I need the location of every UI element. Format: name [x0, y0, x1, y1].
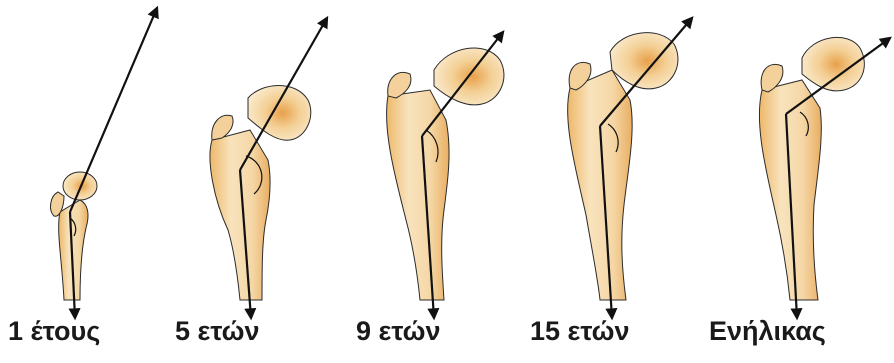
stage-label-9-years: 9 ετών — [356, 318, 440, 345]
femoral-head-2 — [248, 86, 311, 141]
bone-shaft-2 — [210, 130, 270, 300]
femur-adult — [759, 37, 890, 318]
bone-shaft-4 — [568, 70, 633, 300]
femur-15-years — [568, 18, 692, 318]
stage-label-15-years: 15 ετών — [530, 318, 629, 345]
stage-label-adult: Ενήλικας — [709, 318, 826, 345]
stage-label-1-year: 1 έτους — [8, 318, 100, 345]
neck-axis-arrow-1 — [70, 8, 157, 212]
femur-1-year — [51, 8, 157, 318]
femoral-head-4 — [610, 33, 678, 89]
stage-label-5-years: 5 ετών — [175, 318, 259, 345]
bone-shaft-3 — [387, 90, 450, 300]
femur-9-years — [387, 32, 504, 318]
femur-5-years — [210, 18, 327, 318]
